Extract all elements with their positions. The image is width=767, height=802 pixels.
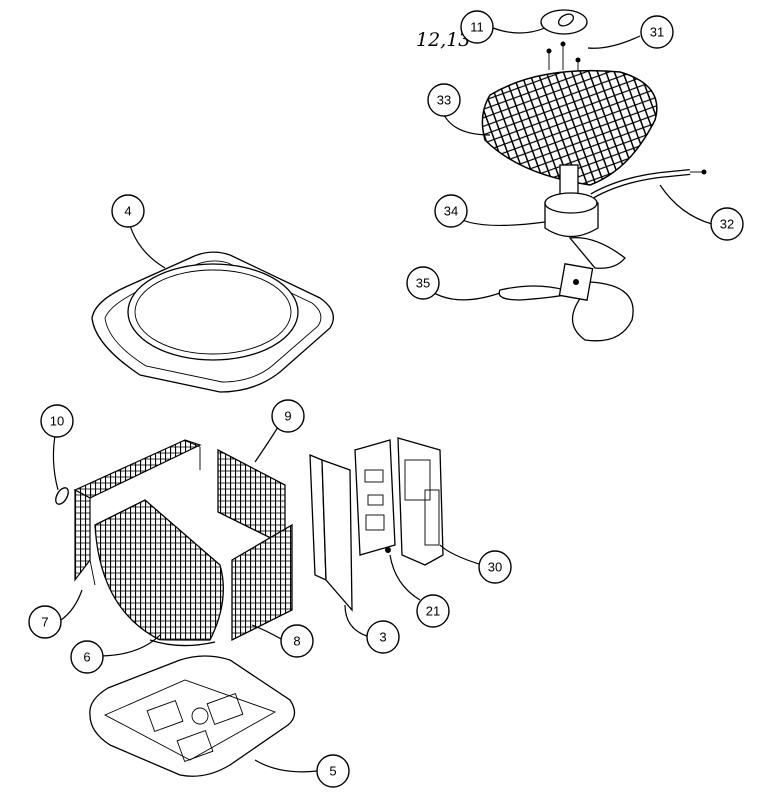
coil-panel-rear bbox=[217, 448, 286, 547]
callout-label: 4 bbox=[124, 204, 131, 219]
callout-label: 34 bbox=[444, 204, 458, 219]
base-pan bbox=[89, 655, 296, 777]
callout-label: 10 bbox=[50, 414, 64, 429]
callout-33: 33 bbox=[427, 83, 461, 117]
callout-7: 7 bbox=[28, 605, 62, 639]
callout-9: 9 bbox=[271, 399, 305, 433]
corner-post bbox=[309, 454, 353, 612]
callout-35: 35 bbox=[406, 266, 440, 300]
callout-21: 21 bbox=[416, 594, 450, 628]
callout-label: 5 bbox=[329, 764, 336, 779]
callout-11: 11 bbox=[460, 10, 494, 44]
callout-label: 21 bbox=[426, 604, 440, 619]
callout-label: 31 bbox=[650, 25, 664, 40]
callout-5: 5 bbox=[316, 754, 350, 788]
access-panel bbox=[397, 437, 444, 566]
callout-34: 34 bbox=[434, 194, 468, 228]
handwritten-note: 12,13 bbox=[416, 29, 470, 51]
callout-label: 33 bbox=[437, 93, 451, 108]
callout-label: 7 bbox=[41, 615, 48, 630]
callout-label: 3 bbox=[379, 630, 386, 645]
fan-blade bbox=[498, 237, 634, 342]
coil-panel-front bbox=[231, 523, 293, 642]
callout-3: 3 bbox=[366, 620, 400, 654]
control-box bbox=[354, 439, 396, 556]
callout-label: 32 bbox=[720, 217, 734, 232]
callout-label: 11 bbox=[470, 20, 484, 35]
callout-6: 6 bbox=[70, 640, 104, 674]
fan-motor bbox=[544, 164, 707, 238]
callout-30: 30 bbox=[478, 550, 512, 584]
callout-label: 30 bbox=[488, 560, 502, 575]
fan-guard-cap bbox=[540, 9, 588, 75]
callout-label: 9 bbox=[284, 409, 291, 424]
callout-8: 8 bbox=[280, 624, 314, 658]
fan-grille bbox=[481, 69, 658, 186]
callout-label: 8 bbox=[293, 634, 300, 649]
callout-4: 4 bbox=[111, 194, 145, 228]
callout-32: 32 bbox=[710, 207, 744, 241]
coil-clip bbox=[55, 487, 69, 505]
condenser-coil bbox=[73, 439, 224, 647]
callout-10: 10 bbox=[40, 404, 74, 438]
callout-31: 31 bbox=[640, 15, 674, 49]
callout-label: 6 bbox=[83, 650, 90, 665]
top-panel bbox=[91, 251, 334, 393]
callout-label: 35 bbox=[416, 276, 430, 291]
